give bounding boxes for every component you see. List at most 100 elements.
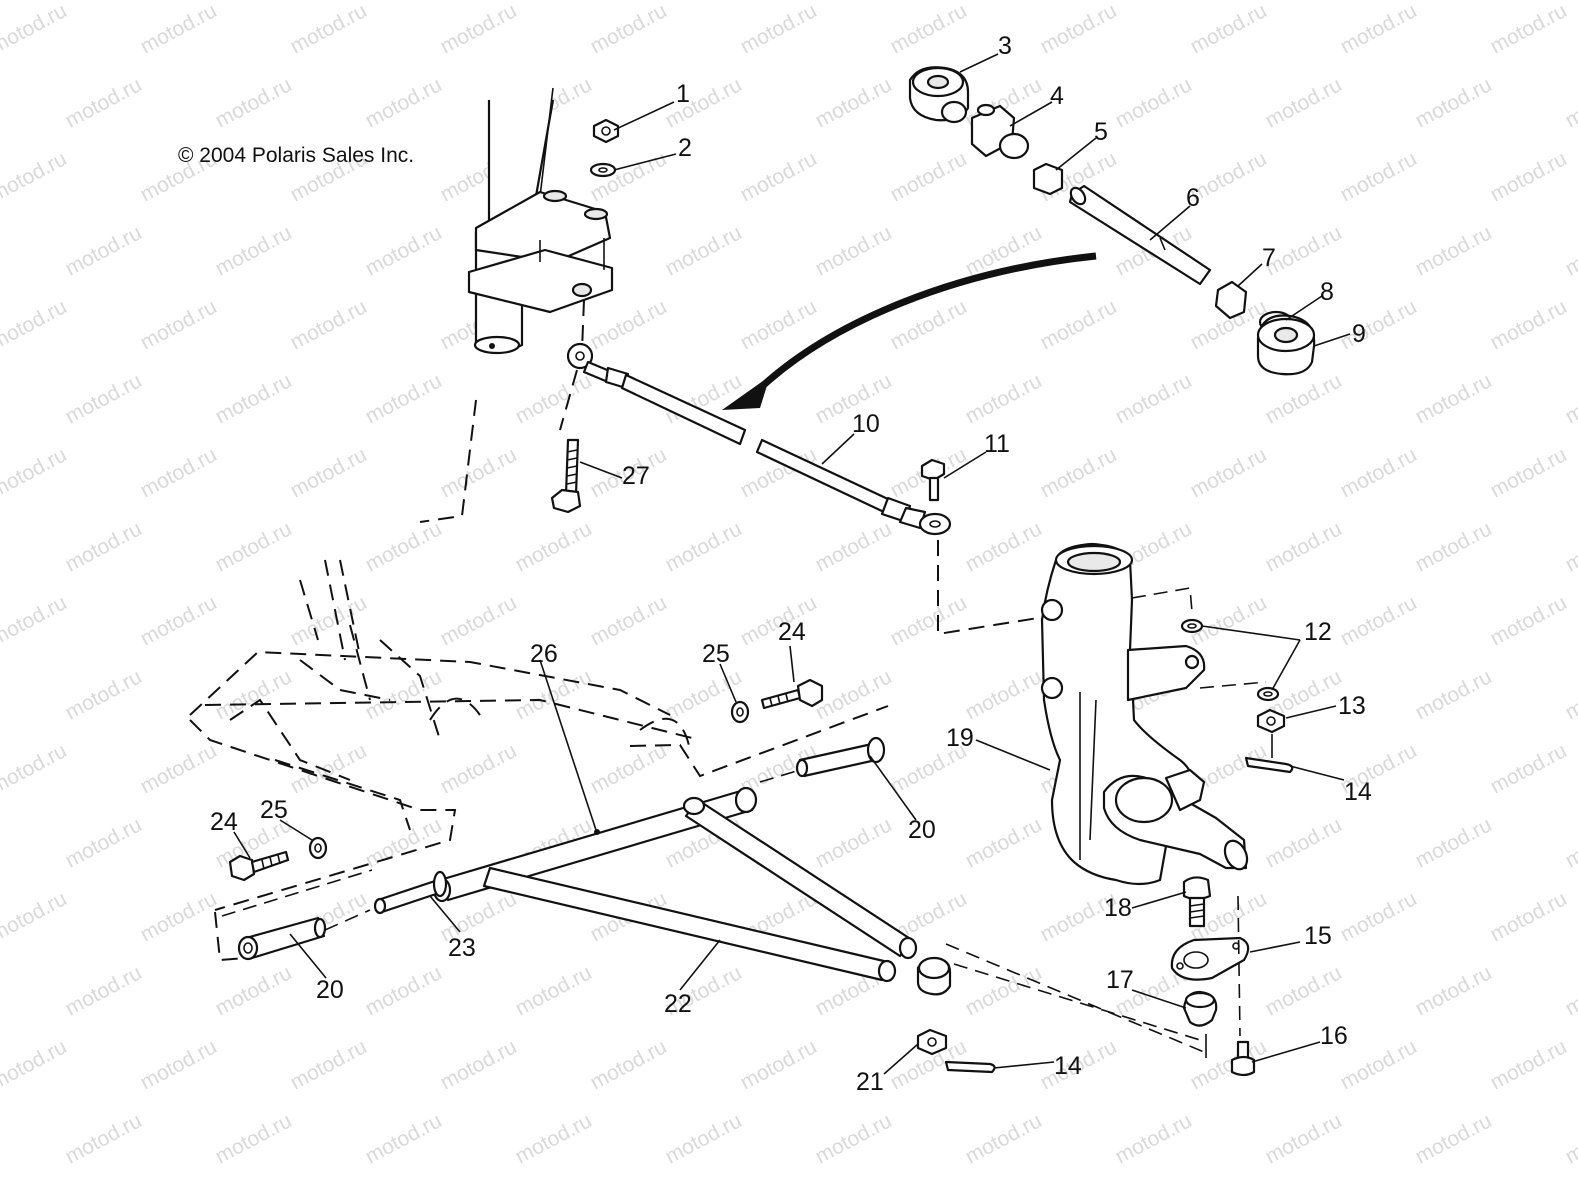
- part-22-a-arm: [432, 786, 952, 996]
- watermark-text: motod.ru: [1487, 739, 1571, 798]
- callout-14a: 14: [1344, 778, 1372, 806]
- part-6-rod: [1068, 184, 1212, 286]
- watermark-text: motod.ru: [62, 369, 146, 428]
- watermark-text: motod.ru: [587, 591, 671, 650]
- watermark-text: motod.ru: [0, 887, 71, 946]
- watermark-text: motod.ru: [587, 295, 671, 354]
- watermark-text: motod.ru: [0, 0, 71, 58]
- watermark-text: motod.ru: [1562, 665, 1578, 724]
- watermark-text: motod.ru: [1262, 813, 1346, 872]
- watermark-text: motod.ru: [512, 1109, 596, 1168]
- watermark-text: motod.ru: [1037, 0, 1121, 58]
- watermark-text: motod.ru: [0, 443, 71, 502]
- watermark-text: motod.ru: [137, 1035, 221, 1094]
- watermark-text: motod.ru: [662, 221, 746, 280]
- watermark-text: motod.ru: [137, 591, 221, 650]
- watermark-text: motod.ru: [137, 887, 221, 946]
- watermark-text: motod.ru: [1337, 443, 1421, 502]
- callout-13: 13: [1338, 692, 1366, 720]
- part-19-spindle: [1040, 542, 1249, 886]
- part-24-bolt-left: [228, 850, 290, 882]
- frame-outline: [189, 399, 889, 962]
- watermark-text: motod.ru: [62, 517, 146, 576]
- watermark-text: motod.ru: [0, 591, 71, 650]
- watermark-text: motod.ru: [1337, 1035, 1421, 1094]
- watermark-text: motod.ru: [662, 1109, 746, 1168]
- watermark-text: motod.ru: [212, 221, 296, 280]
- watermark-text: motod.ru: [212, 73, 296, 132]
- watermark-text: motod.ru: [1562, 73, 1578, 132]
- watermark-text: motod.ru: [1037, 443, 1121, 502]
- callout-20a: 20: [908, 816, 936, 844]
- watermark-text: motod.ru: [62, 665, 146, 724]
- watermark-text: motod.ru: [1487, 591, 1571, 650]
- watermark-text: motod.ru: [587, 1035, 671, 1094]
- part-7-nut: [1214, 280, 1248, 320]
- watermark-text: motod.ru: [587, 739, 671, 798]
- watermark-text: motod.ru: [437, 443, 521, 502]
- part-25-washer-right: [730, 700, 750, 724]
- watermark-text: motod.ru: [362, 221, 446, 280]
- part-4-jam-fitting: [970, 103, 1030, 160]
- watermark-text: motod.ru: [1112, 369, 1196, 428]
- watermark-text: motod.ru: [62, 961, 146, 1020]
- watermark-text: motod.ru: [137, 443, 221, 502]
- callout-16: 16: [1320, 1022, 1348, 1050]
- watermark-text: motod.ru: [812, 1109, 896, 1168]
- watermark-text: motod.ru: [362, 1109, 446, 1168]
- watermark-text: motod.ru: [512, 961, 596, 1020]
- copyright-text: © 2004 Polaris Sales Inc.: [178, 144, 414, 167]
- watermark-text: motod.ru: [62, 221, 146, 280]
- watermark-text: motod.ru: [737, 0, 821, 58]
- callout-25a: 25: [702, 640, 730, 668]
- watermark-text: motod.ru: [1037, 295, 1121, 354]
- watermark-text: motod.ru: [1562, 221, 1578, 280]
- watermark-text: motod.ru: [1487, 295, 1571, 354]
- watermark-text: motod.ru: [962, 1109, 1046, 1168]
- watermark-text: motod.ru: [887, 591, 971, 650]
- watermark-text: motod.ru: [1487, 147, 1571, 206]
- watermark-text: motod.ru: [1187, 1035, 1271, 1094]
- watermark-text: motod.ru: [62, 813, 146, 872]
- watermark-text: motod.ru: [287, 295, 371, 354]
- part-24-bolt-right: [760, 678, 824, 710]
- watermark-text: motod.ru: [137, 739, 221, 798]
- callout-24b: 24: [210, 808, 238, 836]
- watermark-text: motod.ru: [1412, 517, 1496, 576]
- callout-24a: 24: [778, 618, 806, 646]
- watermark-text: motod.ru: [62, 73, 146, 132]
- watermark-text: motod.ru: [1337, 887, 1421, 946]
- watermark-text: motod.ru: [437, 739, 521, 798]
- part-1-nut: [592, 118, 620, 144]
- watermark-text: motod.ru: [1412, 813, 1496, 872]
- part-17-ball-joint: [1182, 990, 1218, 1027]
- watermark-text: motod.ru: [362, 369, 446, 428]
- callout-21: 21: [856, 1068, 884, 1096]
- part-12-washer-top: [1180, 618, 1204, 634]
- watermark-text: motod.ru: [1262, 369, 1346, 428]
- steering-post-bracket: [467, 189, 614, 314]
- watermark-text: motod.ru: [362, 813, 446, 872]
- callout-1: 1: [676, 80, 690, 108]
- part-14-cotter-pin-lower: [944, 1060, 996, 1074]
- callout-18: 18: [1104, 894, 1132, 922]
- watermark-text: motod.ru: [212, 1109, 296, 1168]
- watermark-text: motod.ru: [137, 0, 221, 58]
- callout-3: 3: [998, 32, 1012, 60]
- callout-23: 23: [448, 934, 476, 962]
- part-3-rod-end: [908, 66, 970, 124]
- watermark-text: motod.ru: [287, 0, 371, 58]
- watermark-text: motod.ru: [1187, 0, 1271, 58]
- callout-26: 26: [530, 640, 558, 668]
- watermark-text: motod.ru: [1262, 73, 1346, 132]
- watermark-text: motod.ru: [437, 0, 521, 58]
- part-9-bushing: [1256, 314, 1316, 376]
- watermark-text: motod.ru: [737, 147, 821, 206]
- watermark-text: motod.ru: [1112, 1109, 1196, 1168]
- callout-9: 9: [1352, 320, 1366, 348]
- watermark-text: motod.ru: [1412, 665, 1496, 724]
- watermark-text: motod.ru: [0, 739, 71, 798]
- watermark-text: motod.ru: [812, 221, 896, 280]
- watermark-text: motod.ru: [887, 0, 971, 58]
